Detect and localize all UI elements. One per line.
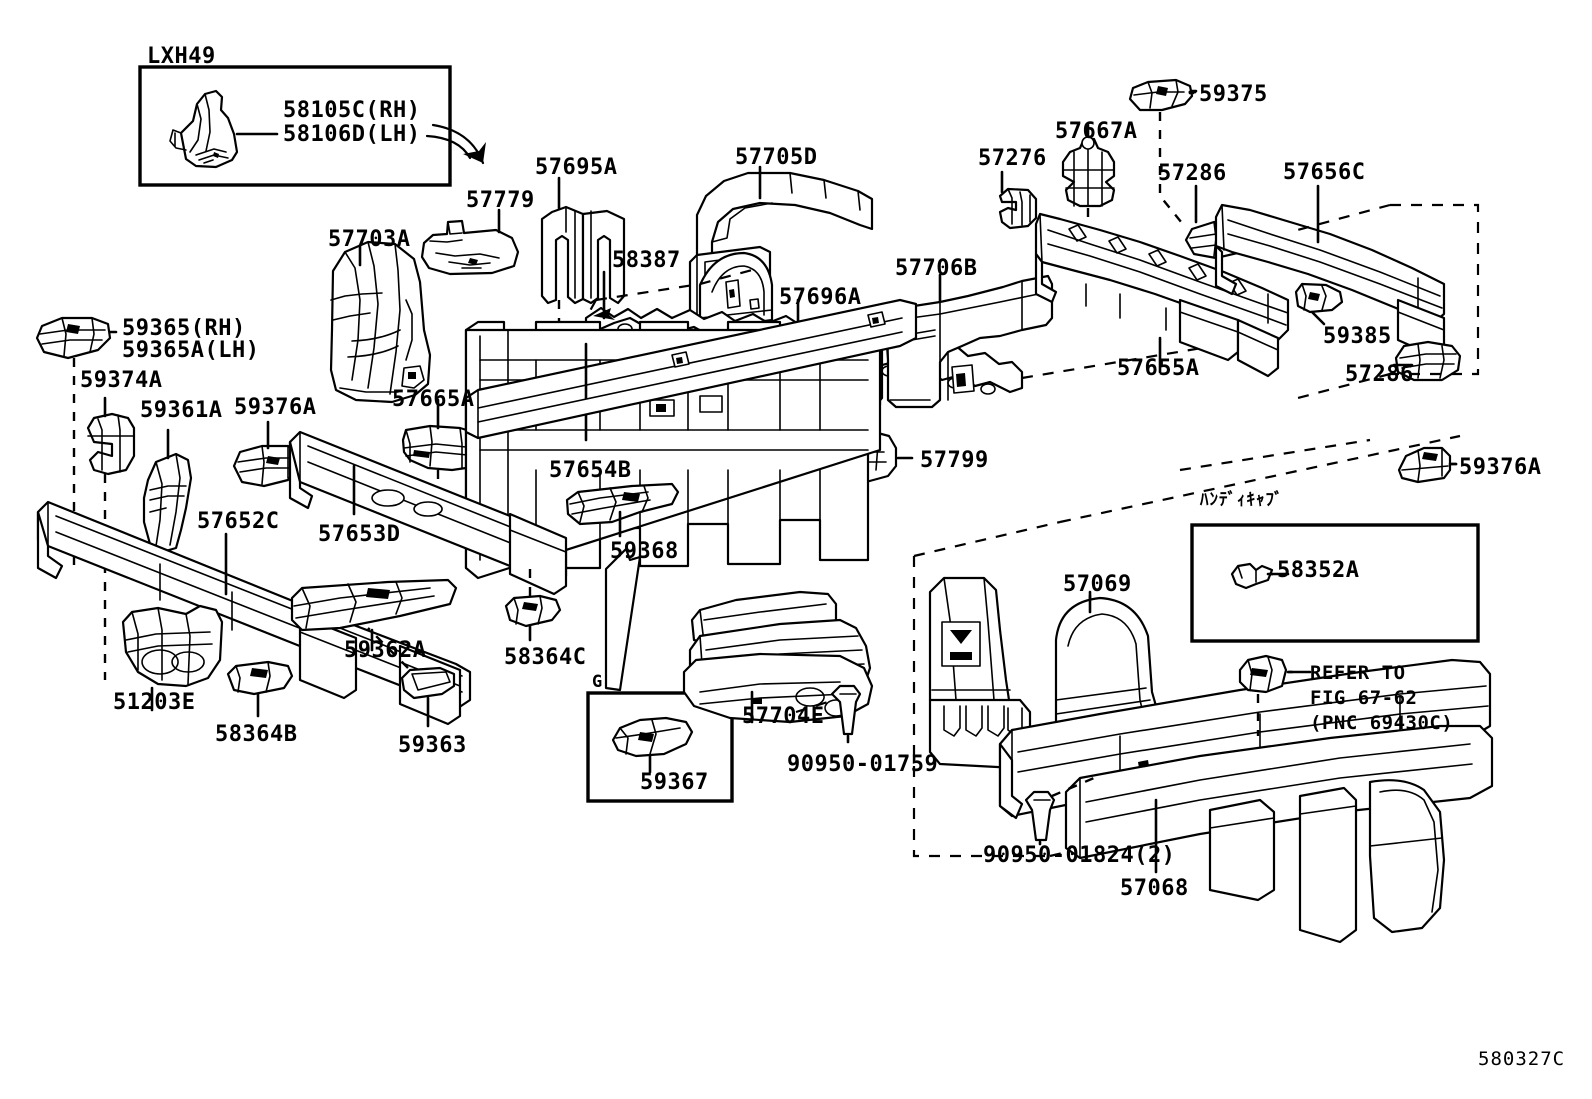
part-label-58106D: 58106D(LH) bbox=[283, 122, 421, 147]
part-57653D bbox=[288, 430, 568, 596]
part-label-59363: 59363 bbox=[398, 733, 467, 758]
part-label-90950-01824: 90950-01824(2) bbox=[983, 843, 1176, 868]
part-59361A bbox=[142, 428, 193, 554]
part-label-57286-lower: 57286 bbox=[1345, 362, 1414, 387]
part-label-57665A: 57665A bbox=[392, 387, 475, 412]
part-57667A bbox=[1061, 123, 1116, 262]
part-label-58364B: 58364B bbox=[215, 722, 298, 747]
part-label-59375: 59375 bbox=[1199, 82, 1268, 107]
dashed-boundary-upper-right bbox=[1289, 203, 1480, 402]
part-label-58387: 58387 bbox=[612, 248, 681, 273]
part-59385 bbox=[1294, 282, 1344, 326]
part-label-59367: 59367 bbox=[640, 770, 709, 795]
part-57703A bbox=[329, 240, 432, 404]
part-label-59368: 59368 bbox=[610, 539, 679, 564]
part-label-57276: 57276 bbox=[978, 146, 1047, 171]
part-57695A bbox=[540, 176, 626, 355]
section-marker-g: G bbox=[592, 672, 603, 692]
part-57779 bbox=[420, 208, 520, 276]
inset-lxh49-box bbox=[138, 65, 452, 187]
part-label-59385: 59385 bbox=[1323, 324, 1392, 349]
part-59362A bbox=[290, 578, 458, 652]
part-label-57654B: 57654B bbox=[549, 458, 632, 483]
part-57069-57068 bbox=[928, 576, 1494, 944]
part-label-58105C: 58105C(RH) bbox=[283, 98, 421, 123]
part-57286-right bbox=[1392, 340, 1462, 382]
refer-note-line1: REFER TO bbox=[1310, 662, 1406, 684]
part-57704E bbox=[682, 590, 874, 724]
part-90950-01824 bbox=[1024, 776, 1095, 846]
part-58364C bbox=[504, 560, 562, 642]
part-90950-01759 bbox=[830, 684, 862, 744]
part-label-59374A: 59374A bbox=[80, 368, 163, 393]
inset-59367-box bbox=[586, 691, 734, 803]
refer-note-line2: FIG 67-62 bbox=[1310, 687, 1418, 709]
part-57654B-rail bbox=[464, 298, 918, 440]
part-label-57667A: 57667A bbox=[1055, 119, 1138, 144]
part-59376A-left bbox=[232, 420, 298, 488]
arrow-to-59368 bbox=[604, 547, 642, 692]
inset-curved-arrow bbox=[425, 123, 486, 165]
part-58364B bbox=[226, 660, 294, 718]
part-59368 bbox=[565, 482, 680, 538]
part-label-57706B: 57706B bbox=[895, 256, 978, 281]
part-label-57069: 57069 bbox=[1063, 572, 1132, 597]
part-label-57704E: 57704E bbox=[742, 704, 825, 729]
inset-title-lxh49: LXH49 bbox=[147, 44, 216, 69]
sheet-code: 580327C bbox=[1478, 1048, 1566, 1070]
part-59363 bbox=[367, 627, 456, 728]
refer-note-line3: (PNC 69430C) bbox=[1310, 712, 1454, 734]
part-57705D bbox=[688, 165, 874, 342]
part-label-90950-01759: 90950-01759 bbox=[787, 752, 939, 777]
part-label-58352A: 58352A bbox=[1277, 558, 1360, 583]
part-label-59362A: 59362A bbox=[344, 638, 427, 663]
inset-58352A-box bbox=[1190, 523, 1480, 643]
part-label-57799: 57799 bbox=[920, 448, 989, 473]
part-label-57779: 57779 bbox=[466, 188, 535, 213]
part-57655A bbox=[1034, 212, 1290, 378]
part-refer-clip bbox=[1238, 654, 1294, 736]
part-label-57652C: 57652C bbox=[197, 509, 280, 534]
part-label-59376A-left: 59376A bbox=[234, 395, 317, 420]
part-label-57286-upper: 57286 bbox=[1158, 161, 1227, 186]
part-label-57068: 57068 bbox=[1120, 876, 1189, 901]
part-label-57703A: 57703A bbox=[328, 227, 411, 252]
part-label-57696A: 57696A bbox=[779, 285, 862, 310]
part-59375 bbox=[1128, 78, 1195, 229]
part-label-59361A: 59361A bbox=[140, 398, 223, 423]
part-label-57705D: 57705D bbox=[735, 145, 818, 170]
part-59374A bbox=[86, 396, 136, 680]
part-label-59376A-right: 59376A bbox=[1459, 455, 1542, 480]
part-label-57695A: 57695A bbox=[535, 155, 618, 180]
dashed-lead-59376A bbox=[1179, 438, 1371, 472]
part-label-58364C: 58364C bbox=[504, 645, 587, 670]
part-label-51203E: 51203E bbox=[113, 690, 196, 715]
part-label-59365A: 59365A(LH) bbox=[122, 338, 260, 363]
part-59376A-right bbox=[1397, 446, 1458, 484]
leader-lines bbox=[1188, 89, 1458, 674]
part-57276 bbox=[998, 170, 1038, 230]
part-57652C bbox=[36, 500, 472, 726]
part-label-57656C: 57656C bbox=[1283, 160, 1366, 185]
kana-note-handicab: ﾊﾝﾃﾞｨｷｬﾌﾞ bbox=[1200, 490, 1284, 510]
part-label-57655A: 57655A bbox=[1117, 356, 1200, 381]
part-51203E bbox=[121, 604, 224, 712]
part-label-57653D: 57653D bbox=[318, 522, 401, 547]
part-label-59365: 59365(RH) bbox=[122, 316, 246, 341]
